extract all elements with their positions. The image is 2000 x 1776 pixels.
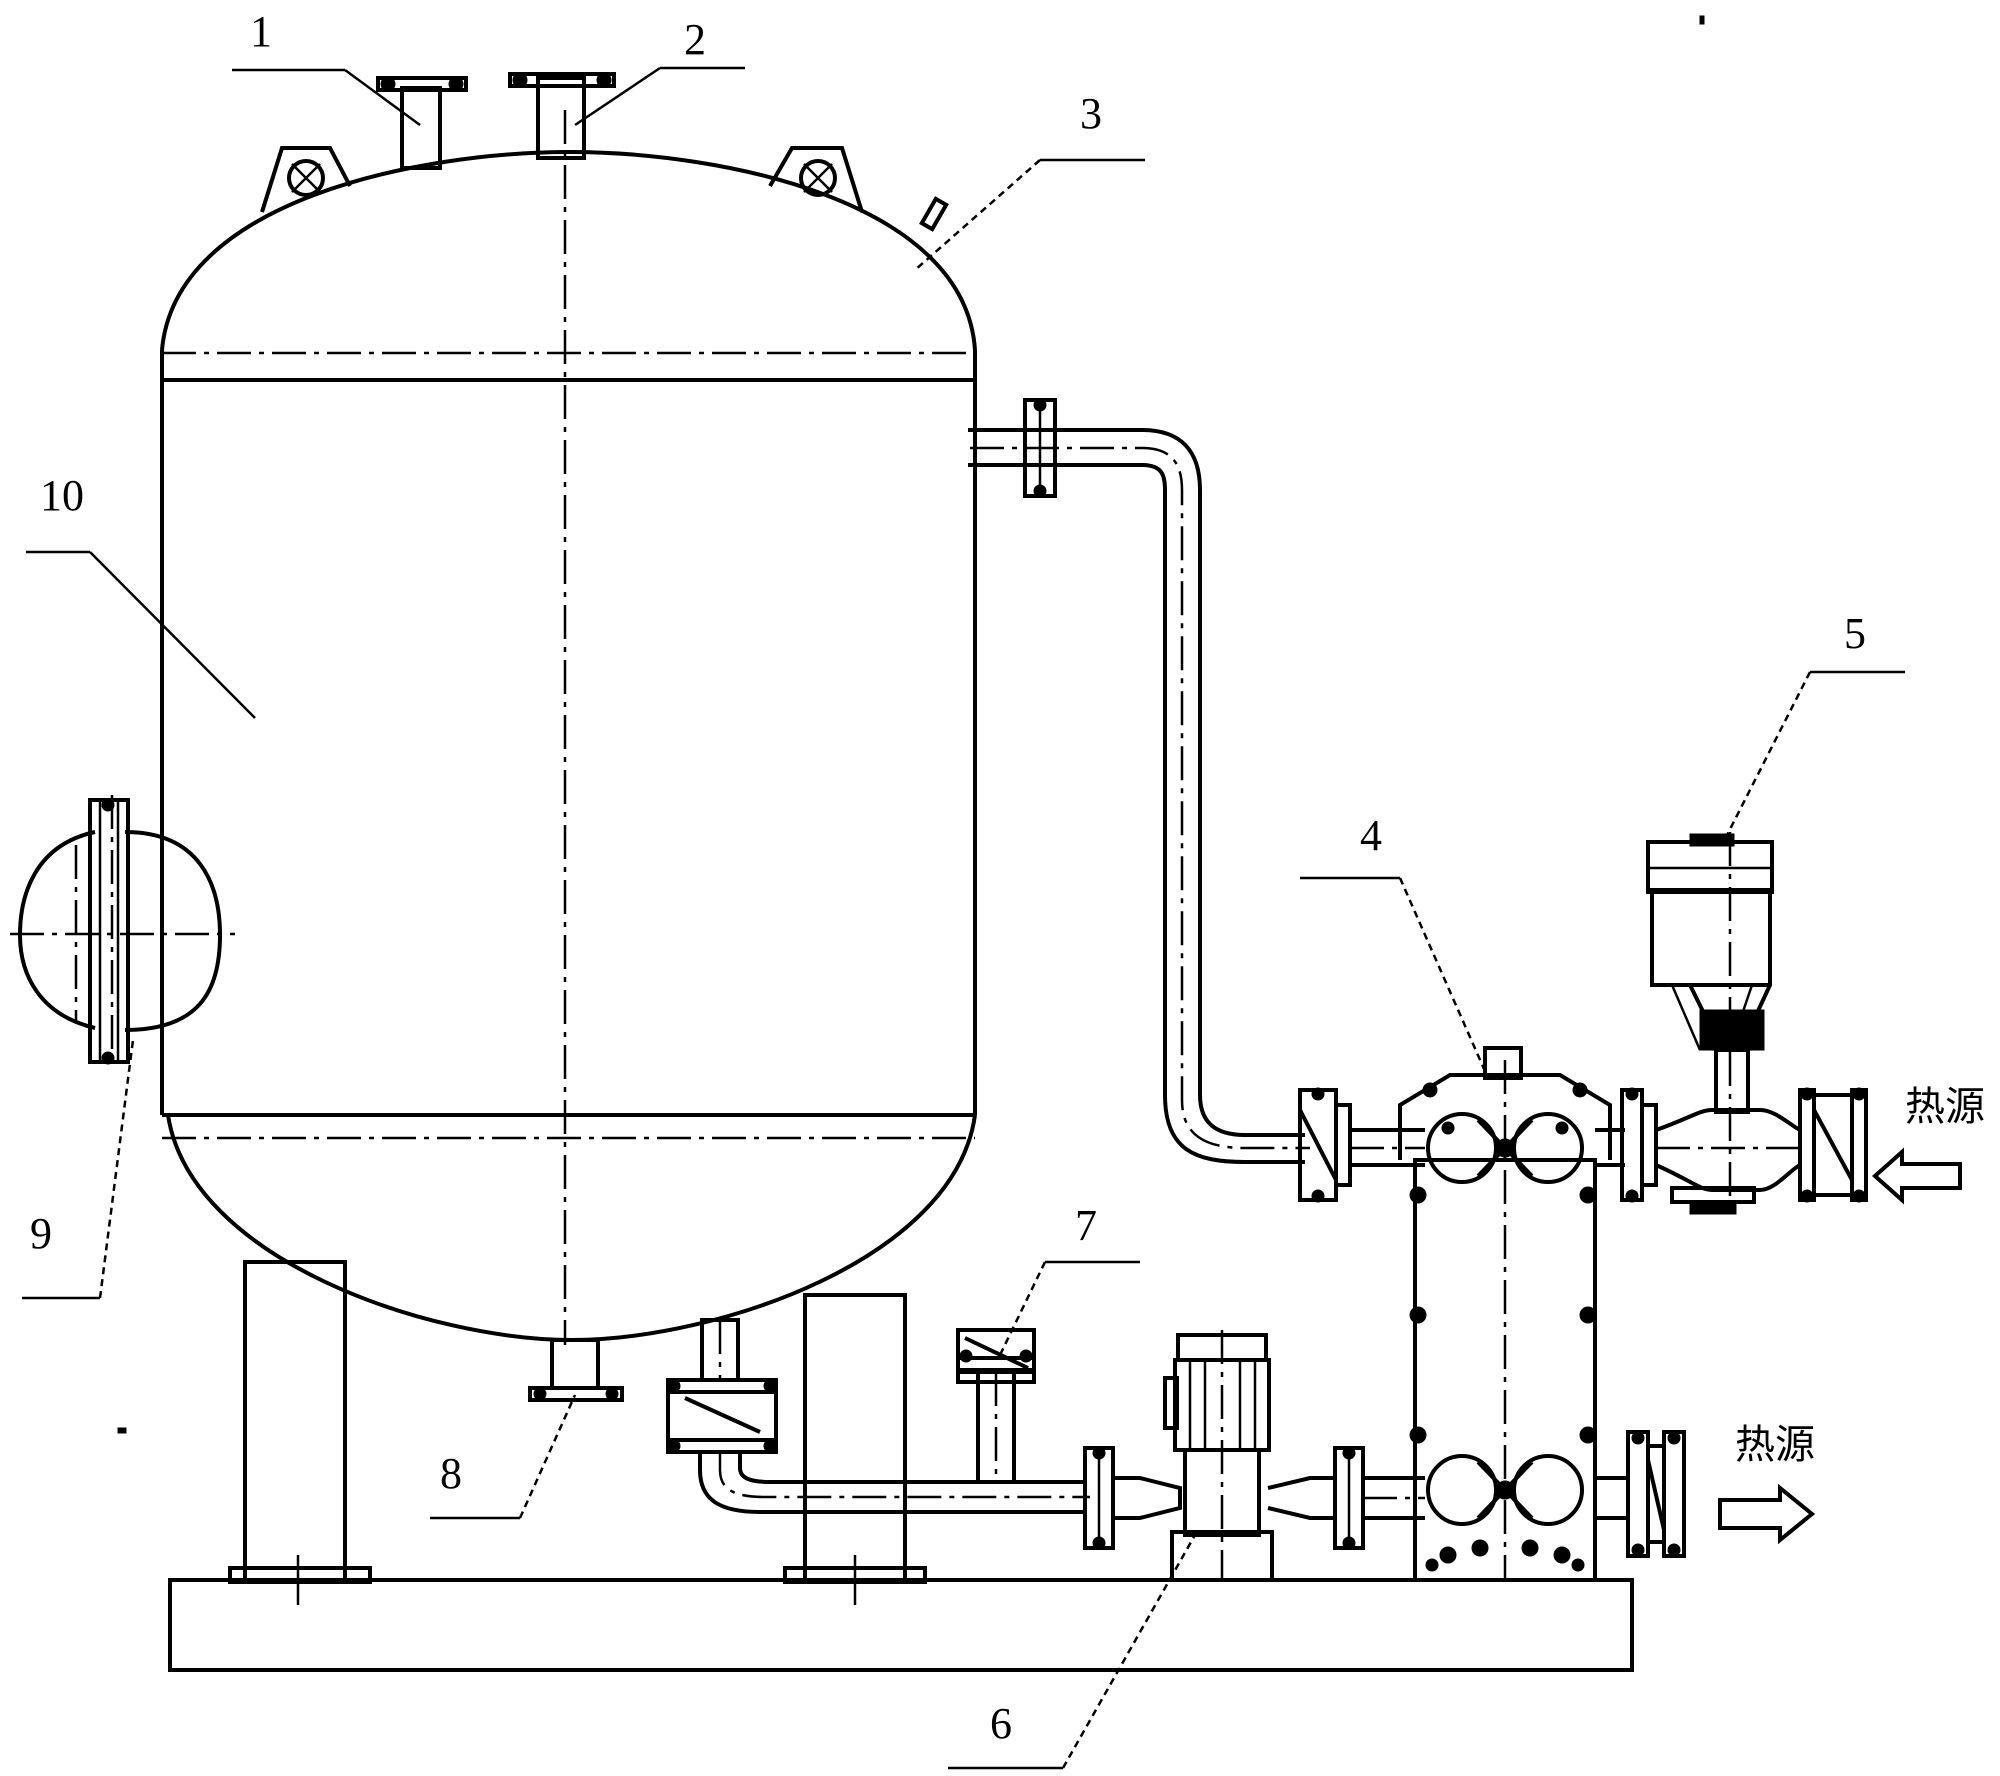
- callout-label-5: 5: [1844, 609, 1866, 658]
- callout-label-6: 6: [990, 1699, 1012, 1748]
- callout-label-9: 9: [30, 1209, 52, 1258]
- outlet-heat-source-label: 热源: [1735, 1422, 1815, 1468]
- side-manhole: [10, 795, 235, 1068]
- lower-piping: [666, 1318, 1686, 1558]
- outlet-arrow: [1718, 1483, 1816, 1545]
- inlet-arrow: [1871, 1147, 1962, 1205]
- plate-heat-exchanger: [1398, 1046, 1612, 1582]
- flow-labels: 热源 热源: [1735, 1084, 1985, 1468]
- thermometer: [919, 196, 949, 232]
- callout-label-1: 1: [250, 7, 272, 56]
- callout-label-10: 10: [40, 471, 84, 520]
- base-frame: [168, 1578, 1634, 1672]
- tank-outlet-pipe: [968, 398, 1310, 1164]
- bottom-drain: [528, 1338, 624, 1402]
- inlet-heat-source-label: 热源: [1905, 1084, 1985, 1130]
- callout-leaders: [22, 66, 1905, 1770]
- control-valve-actuator: [1595, 832, 1868, 1215]
- callout-label-4: 4: [1360, 811, 1382, 860]
- inlet-valve: [1298, 1087, 1425, 1203]
- circulation-pump: [1163, 1330, 1274, 1582]
- callout-label-8: 8: [440, 1449, 462, 1498]
- stray-marks: [117, 15, 1705, 1434]
- top-nozzle-2: [508, 72, 616, 160]
- top-nozzle-1: [376, 76, 468, 170]
- callout-label-7: 7: [1075, 1201, 1097, 1250]
- storage-tank: [160, 110, 977, 1345]
- tank-legs: [228, 1260, 927, 1605]
- callout-numbers: 1 2 3 4 5 6 7 8 9 10: [30, 7, 1866, 1748]
- lifting-lugs: [260, 146, 864, 213]
- callout-label-3: 3: [1080, 89, 1102, 138]
- callout-label-2: 2: [684, 15, 706, 64]
